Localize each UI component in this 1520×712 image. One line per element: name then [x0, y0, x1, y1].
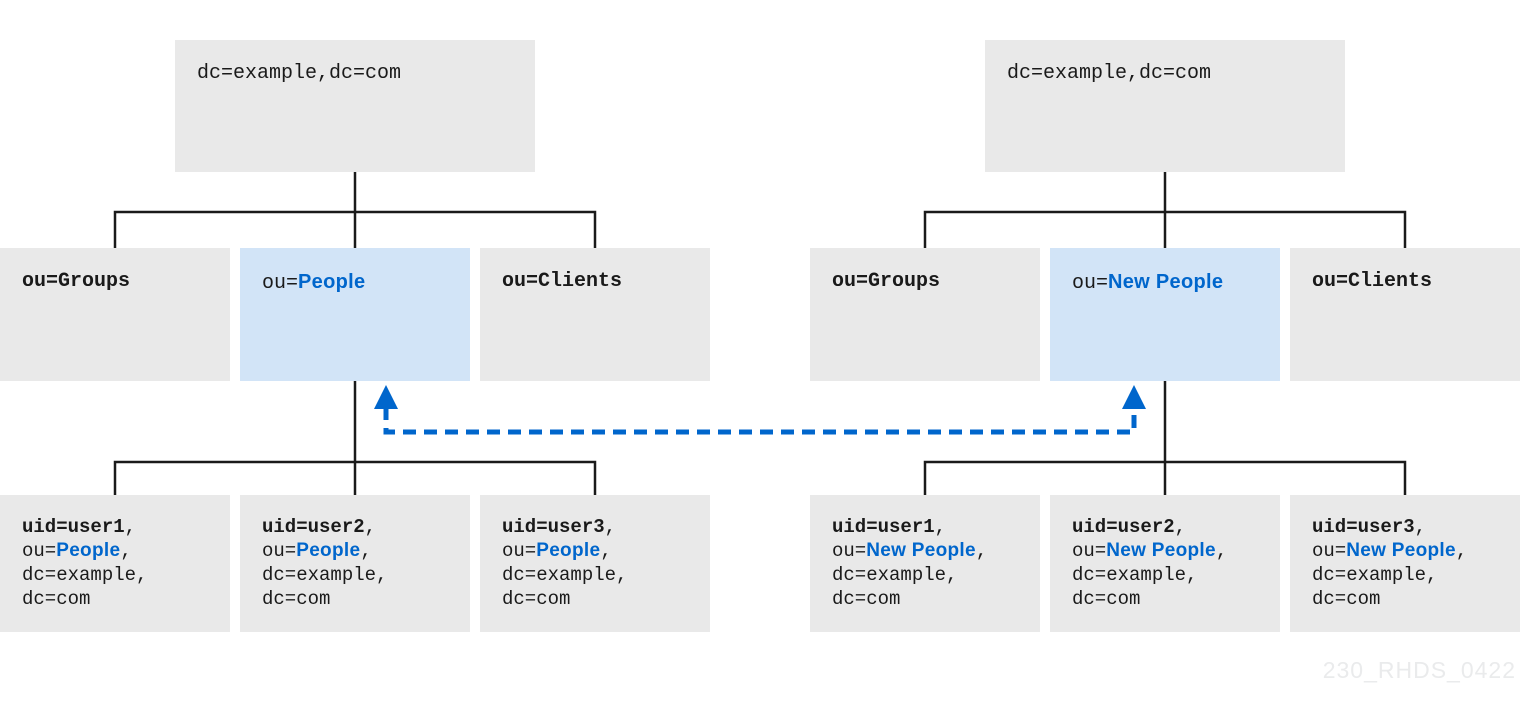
ou-name-text: New People: [866, 540, 976, 561]
dn-line-dc2: dc=com: [502, 587, 688, 611]
dc-text: dc=com: [1312, 588, 1381, 610]
dn-line-uid: uid=user1,: [22, 515, 208, 539]
node-root-right: dc=example,dc=com: [985, 40, 1345, 172]
dn-line-ou: ou=New People,: [1312, 539, 1498, 563]
node-uid-user1-right: uid=user1, ou=New People, dc=example, dc…: [810, 495, 1040, 632]
dn-line-ou: ou=New People,: [1072, 539, 1258, 563]
dc-text: dc=com: [262, 588, 331, 610]
ou-prefix-text: ou=: [1072, 540, 1107, 562]
rename-link-dashed-line: [383, 407, 1137, 435]
uid-text: uid=user2: [262, 516, 365, 538]
root-dn-text: dc=example,dc=com: [1007, 62, 1212, 85]
comma-text: ,: [364, 516, 377, 538]
dn-line-dc2: dc=com: [22, 587, 208, 611]
figure-id-watermark: 230_RHDS_0422: [1322, 657, 1516, 683]
tree-connector-right-bottom: [923, 381, 1407, 495]
node-uid-user1-left: uid=user1, ou=People, dc=example, dc=com: [0, 495, 230, 632]
ou-prefix-text: ou=: [262, 540, 297, 562]
node-ou-groups-left: ou=Groups: [0, 248, 230, 381]
comma-text: ,: [604, 516, 617, 538]
node-uid-user2-left: uid=user2, ou=People, dc=example, dc=com: [240, 495, 470, 632]
ou-groups-label: ou=Groups: [22, 270, 131, 293]
node-uid-user2-right: uid=user2, ou=New People, dc=example, dc…: [1050, 495, 1280, 632]
ou-name-text: New People: [1346, 540, 1456, 561]
comma-text: ,: [600, 540, 612, 562]
ou-prefix-text: ou=: [1312, 540, 1347, 562]
ou-prefix-text: ou=: [22, 540, 57, 562]
arrowhead-up-left-icon: [374, 385, 398, 409]
dn-line-dc1: dc=example,: [832, 563, 1018, 587]
tree-connector-left-bottom: [113, 381, 597, 495]
dn-line-dc1: dc=example,: [502, 563, 688, 587]
dn-line-uid: uid=user1,: [832, 515, 1018, 539]
tree-connector-left-top: [113, 172, 597, 248]
root-dn-text: dc=example,dc=com: [197, 62, 402, 85]
dn-line-dc1: dc=example,: [1312, 563, 1498, 587]
dc-text: dc=example,: [1312, 564, 1438, 586]
dc-text: dc=example,: [22, 564, 148, 586]
dc-text: dc=example,: [1072, 564, 1198, 586]
comma-text: ,: [1414, 516, 1427, 538]
node-uid-user3-right: uid=user3, ou=New People, dc=example, dc…: [1290, 495, 1520, 632]
comma-text: ,: [1455, 540, 1468, 562]
ou-clients-label: ou=Clients: [1312, 270, 1433, 293]
dn-line-dc1: dc=example,: [22, 563, 208, 587]
tree-connector-right-top: [923, 172, 1407, 248]
ou-new-people-name: New People: [1108, 271, 1224, 293]
dn-line-uid: uid=user2,: [1072, 515, 1258, 539]
dn-line-dc1: dc=example,: [262, 563, 448, 587]
dn-line-dc2: dc=com: [1312, 587, 1498, 611]
comma-text: ,: [934, 516, 947, 538]
ou-prefix-text: ou=: [1072, 272, 1109, 295]
dc-text: dc=com: [22, 588, 91, 610]
node-ou-clients-right: ou=Clients: [1290, 248, 1520, 381]
uid-text: uid=user2: [1072, 516, 1175, 538]
uid-text: uid=user1: [832, 516, 935, 538]
dn-line-ou: ou=People,: [22, 539, 208, 563]
ou-prefix-text: ou=: [262, 272, 299, 295]
ou-groups-label: ou=Groups: [832, 270, 941, 293]
dn-line-ou: ou=People,: [262, 539, 448, 563]
uid-text: uid=user3: [1312, 516, 1415, 538]
ou-name-text: People: [296, 540, 361, 561]
ou-clients-label: ou=Clients: [502, 270, 623, 293]
node-ou-clients-left: ou=Clients: [480, 248, 710, 381]
dc-text: dc=example,: [262, 564, 388, 586]
ou-people-name: People: [298, 271, 366, 293]
ou-name-text: People: [536, 540, 601, 561]
uid-text: uid=user3: [502, 516, 605, 538]
comma-text: ,: [124, 516, 137, 538]
dc-text: dc=com: [832, 588, 901, 610]
node-root-left: dc=example,dc=com: [175, 40, 535, 172]
ou-name-text: People: [56, 540, 121, 561]
dn-line-uid: uid=user3,: [1312, 515, 1498, 539]
dc-text: dc=com: [502, 588, 571, 610]
dn-line-ou: ou=People,: [502, 539, 688, 563]
comma-text: ,: [1174, 516, 1187, 538]
ou-prefix-text: ou=: [832, 540, 867, 562]
node-ou-new-people-right: ou=New People: [1050, 248, 1280, 381]
node-ou-groups-right: ou=Groups: [810, 248, 1040, 381]
arrowhead-up-right-icon: [1122, 385, 1146, 409]
ou-prefix-text: ou=: [502, 540, 537, 562]
uid-text: uid=user1: [22, 516, 125, 538]
comma-text: ,: [360, 540, 372, 562]
dn-line-uid: uid=user2,: [262, 515, 448, 539]
dc-text: dc=example,: [502, 564, 628, 586]
node-ou-people-left: ou=People: [240, 248, 470, 381]
comma-text: ,: [975, 540, 988, 562]
dn-line-dc2: dc=com: [262, 587, 448, 611]
dn-line-dc1: dc=example,: [1072, 563, 1258, 587]
dn-line-uid: uid=user3,: [502, 515, 688, 539]
ou-name-text: New People: [1106, 540, 1216, 561]
comma-text: ,: [1215, 540, 1228, 562]
dn-line-dc2: dc=com: [832, 587, 1018, 611]
dc-text: dc=example,: [832, 564, 958, 586]
node-uid-user3-left: uid=user3, ou=People, dc=example, dc=com: [480, 495, 710, 632]
dn-line-dc2: dc=com: [1072, 587, 1258, 611]
dn-line-ou: ou=New People,: [832, 539, 1018, 563]
comma-text: ,: [120, 540, 132, 562]
dc-text: dc=com: [1072, 588, 1141, 610]
